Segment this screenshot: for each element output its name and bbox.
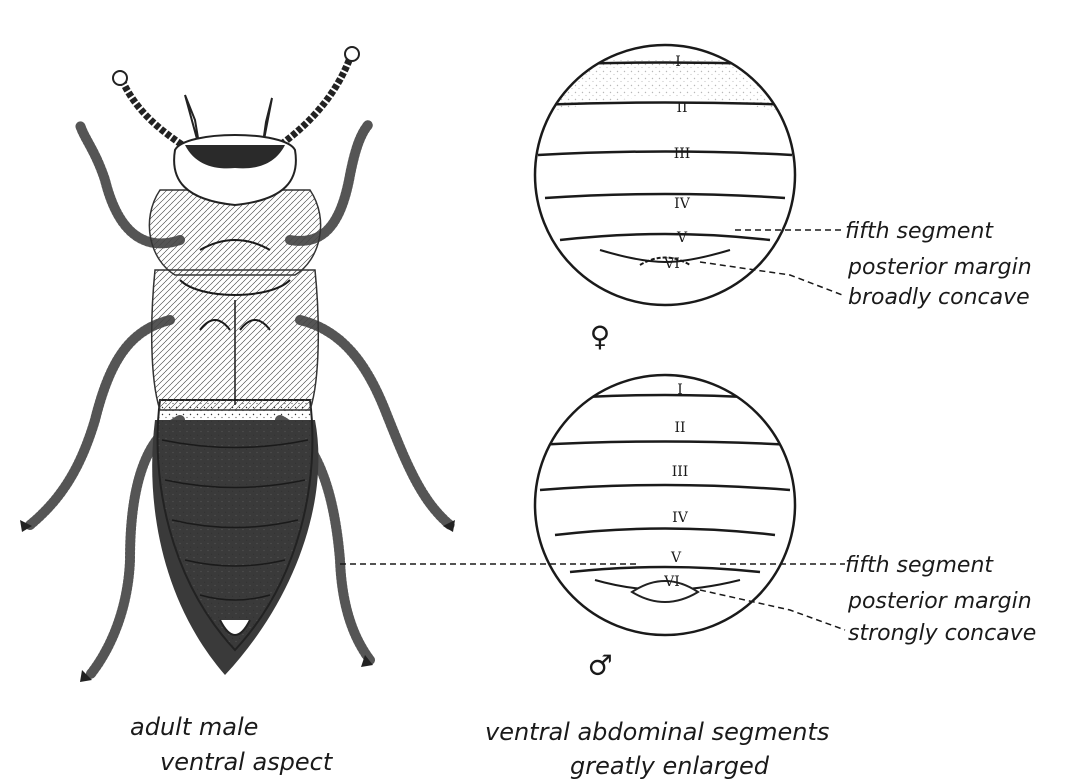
male-segment-label: II bbox=[674, 420, 685, 436]
male-segment-label: V bbox=[670, 550, 682, 566]
beetle-caption-line-1: adult male bbox=[130, 713, 258, 741]
female-segment-label: II bbox=[676, 100, 687, 116]
female-segment-label: VI bbox=[663, 256, 680, 272]
female-abdomen-diagram: I II III IV V VI ♀ fifth segment posteri… bbox=[535, 45, 1032, 353]
female-annotation-line-3: broadly concave bbox=[848, 285, 1030, 310]
female-symbol: ♀ bbox=[590, 320, 610, 353]
female-segment-label: V bbox=[676, 230, 688, 246]
male-annotation-line-1: fifth segment bbox=[845, 553, 994, 578]
male-segment-label: VI bbox=[663, 574, 680, 590]
male-segment-label: I bbox=[677, 382, 683, 398]
female-annotation-line-2: posterior margin bbox=[847, 255, 1032, 280]
female-annotation-line-1: fifth segment bbox=[845, 219, 994, 244]
beetle-caption-line-2: ventral aspect bbox=[160, 748, 334, 776]
male-segment-label: III bbox=[672, 464, 689, 480]
female-segment-label: III bbox=[674, 146, 691, 162]
male-annotation-line-3: strongly concave bbox=[848, 621, 1036, 646]
segments-caption-line-2: greatly enlarged bbox=[570, 752, 770, 780]
male-abdomen-diagram: I II III IV V VI ♂ fifth segment posteri… bbox=[340, 375, 1036, 682]
segments-caption-line-1: ventral abdominal segments bbox=[485, 718, 829, 746]
female-segment-label: I bbox=[675, 54, 681, 70]
male-annotation-line-2: posterior margin bbox=[847, 589, 1032, 614]
male-symbol: ♂ bbox=[587, 649, 612, 682]
beetle-illustration bbox=[20, 47, 455, 682]
female-segment-label: IV bbox=[674, 196, 691, 212]
male-segment-label: IV bbox=[672, 510, 689, 526]
